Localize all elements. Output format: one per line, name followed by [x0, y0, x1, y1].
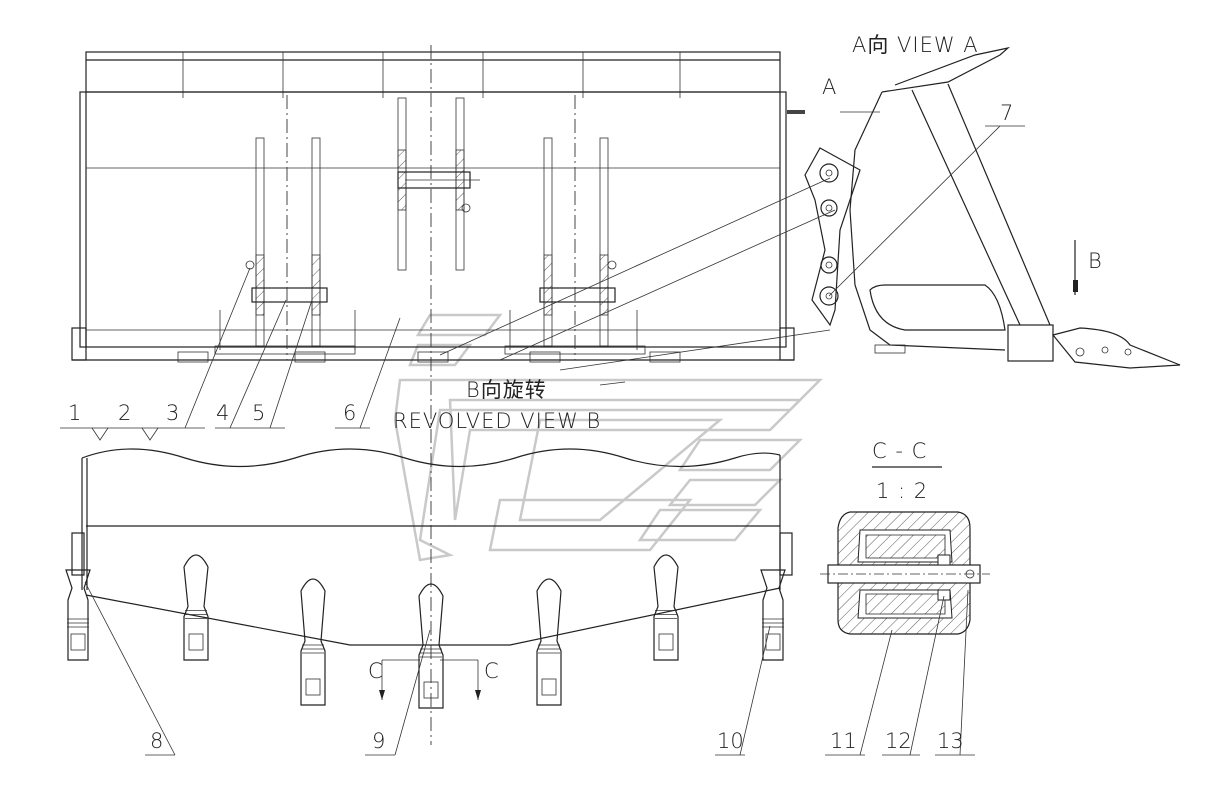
revolved-cn-label: B向旋转: [466, 378, 547, 402]
callout-4: 4: [216, 401, 229, 425]
section-markers: [379, 659, 481, 700]
bucket-tooth: [300, 578, 326, 706]
callout-3: 3: [166, 401, 179, 425]
arrow-a-label: A: [822, 75, 837, 99]
callout-1: 1: [68, 401, 81, 425]
callout-8: 8: [150, 729, 163, 753]
callout-2: 2: [118, 401, 131, 425]
view-a-label: A向 VIEW A: [852, 33, 979, 57]
bucket-tooth: [65, 569, 91, 661]
front-view: [71, 45, 795, 745]
section-c-left: C: [368, 659, 384, 683]
section-cc: [820, 466, 990, 635]
bucket-tooth: [183, 554, 209, 661]
bucket-teeth: [65, 554, 786, 709]
text-labels: A向 VIEW A A B B向旋转 REVOLVED VIEW B C - C…: [68, 33, 1103, 753]
watermark-logo: [393, 313, 824, 562]
callout-11: 11: [830, 729, 857, 753]
section-c-right: C: [484, 659, 500, 683]
bucket-tooth: [536, 578, 562, 706]
bucket-tooth: [418, 583, 444, 709]
callout-7: 7: [1000, 101, 1013, 125]
callout-9: 9: [372, 729, 385, 753]
side-view: [439, 46, 1181, 386]
callout-10: 10: [717, 729, 744, 753]
scale-label: 1 : 2: [876, 479, 928, 503]
callout-5: 5: [252, 401, 265, 425]
callout-12: 12: [885, 729, 912, 753]
revolved-view: [65, 448, 793, 709]
callout-13: 13: [937, 729, 964, 753]
callout-6: 6: [343, 401, 356, 425]
bucket-tooth: [653, 554, 679, 661]
bucket-tooth: [760, 569, 786, 661]
section-label: C - C: [872, 439, 927, 463]
leader-lines: [60, 125, 1025, 756]
arrow-b-label: B: [1088, 249, 1103, 273]
revolved-en-label: REVOLVED VIEW B: [393, 409, 601, 433]
